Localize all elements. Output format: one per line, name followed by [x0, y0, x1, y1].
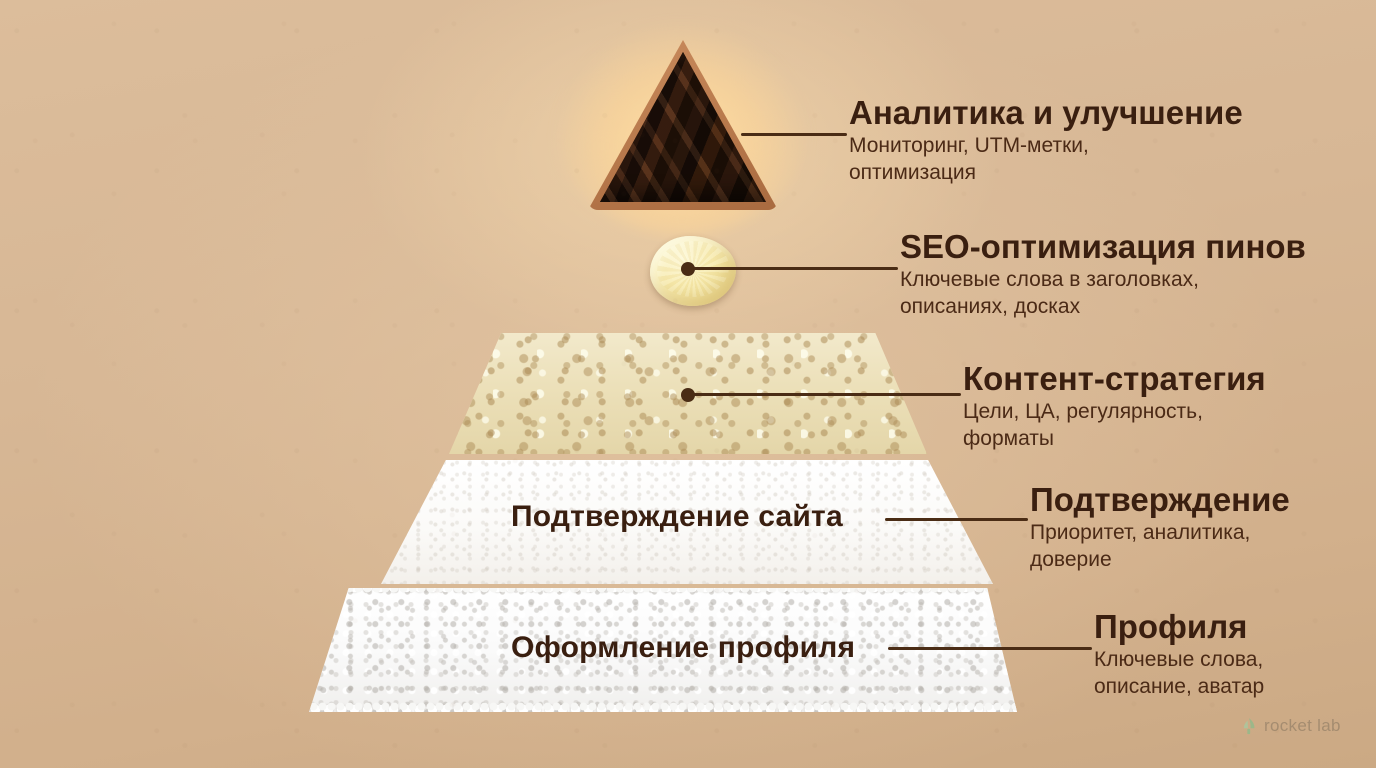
label-title-profile: Профиля [1094, 608, 1248, 645]
pyramid-layer-profile[interactable] [309, 588, 1017, 712]
pyramid-caption-profile: Оформление профиля [511, 631, 856, 664]
pyramid-layer-verification[interactable] [381, 460, 993, 584]
pyramid-caption-verification: Подтверждение сайта [511, 500, 843, 533]
label-block-analytics[interactable]: Аналитика и улучшение Мониторинг, UTM-ме… [849, 96, 1243, 186]
label-block-content[interactable]: Контент-стратегия Цели, ЦА, регулярность… [963, 362, 1266, 452]
label-subtitle-profile: Ключевые слова, описание, аватар [1094, 647, 1265, 698]
watermark: rocket lab [1240, 716, 1341, 736]
label-subtitle-verification: Приоритет, аналитика, доверие [1030, 520, 1251, 571]
label-title-seo: SEO-оптимизация пинов [900, 228, 1306, 265]
label-subtitle-content: Цели, ЦА, регулярность, форматы [963, 399, 1203, 450]
label-title-content: Контент-стратегия [963, 360, 1266, 397]
connector-line-content [688, 393, 961, 396]
connector-line-profile [888, 647, 1092, 650]
label-title-analytics: Аналитика и улучшение [849, 94, 1243, 131]
connector-line-seo [688, 267, 898, 270]
connector-line-verification [885, 518, 1028, 521]
label-title-verification: Подтверждение [1030, 481, 1290, 518]
label-subtitle-seo: Ключевые слова в заголовках, описаниях, … [900, 267, 1199, 318]
rocket-leaf-icon [1243, 717, 1255, 734]
connector-line-analytics [741, 133, 847, 136]
crumb-edge-top-fine [309, 588, 1017, 598]
watermark-text: rocket lab [1264, 716, 1341, 735]
label-block-verification[interactable]: Подтверждение Приоритет, аналитика, дове… [1030, 483, 1290, 573]
label-block-seo[interactable]: SEO-оптимизация пинов Ключевые слова в з… [900, 230, 1306, 320]
crumb-edge-bottom-fine [309, 702, 1017, 712]
label-subtitle-analytics: Мониторинг, UTM-метки, оптимизация [849, 133, 1089, 184]
label-block-profile[interactable]: Профиля Ключевые слова, описание, аватар [1094, 610, 1264, 700]
